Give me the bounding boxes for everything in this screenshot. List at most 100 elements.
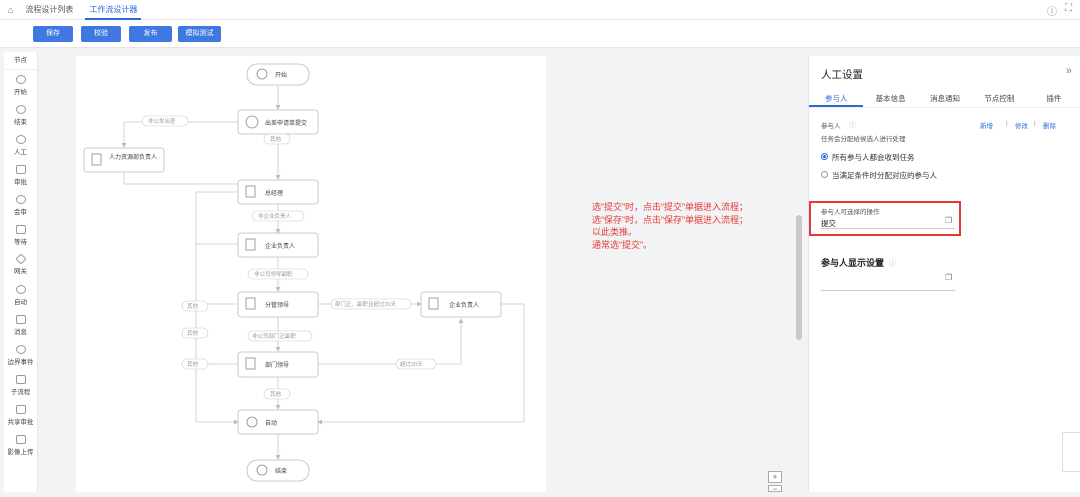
radio-label: 当满足条件时分配对应的参与人 [832, 171, 937, 180]
tab-process-list[interactable]: 流程设计列表 [25, 4, 74, 14]
palette-item-image-upload[interactable]: 影像上传 [4, 430, 37, 460]
tab-node-control[interactable]: 节点控制 [984, 94, 1015, 103]
node-label: 出差申请单提交 [265, 119, 307, 127]
palette-item-label: 开始 [14, 88, 27, 96]
palette-item-wait[interactable]: 等待 [4, 220, 37, 250]
node-label: 部门领导 [265, 361, 289, 369]
flow-node-auto[interactable]: 自动 [237, 409, 319, 435]
edge-label[interactable]: 超过20天 [395, 358, 437, 370]
publish-button[interactable]: 发布 [129, 26, 172, 42]
properties-panel: 人工设置 » 参与人 基本信息 消息通知 节点控制 插件 参与人 ⓘ 任务会分配… [808, 56, 1080, 492]
palette-item-auto[interactable]: 自动 [4, 280, 37, 310]
tab-notifications[interactable]: 消息通知 [930, 94, 961, 103]
flow-node-submit[interactable]: 出差申请单提交 [237, 109, 319, 135]
radio-label: 所有参与人都会收到任务 [832, 153, 915, 162]
tab-workflow-designer[interactable]: 工作流设计器 [85, 0, 142, 20]
zoom-in-button[interactable]: + [768, 471, 782, 483]
flow-node-dept[interactable]: 部门领导 [237, 351, 319, 378]
validate-button[interactable]: 校验 [81, 26, 121, 42]
palette-item-shared-approval[interactable]: 共享审批 [4, 400, 37, 430]
highlight-box [809, 201, 961, 236]
add-participant-link[interactable]: 新增 [980, 123, 993, 130]
flow-canvas[interactable]: 开始 出差申请单提交 人力资源部负责人 总经理 企业负责人 分管领导 [76, 56, 546, 492]
palette-item-label: 消息 [14, 328, 27, 336]
palette-item-boundary-event[interactable]: 边界事件 [4, 340, 37, 370]
operation-label: 参与人可选择的操作 [821, 209, 880, 216]
palette-item-message[interactable]: 消息 [4, 310, 37, 340]
svg-text:其他: 其他 [187, 360, 199, 368]
edge-label[interactable]: 非公发出差 [141, 115, 189, 127]
display-settings-title: 参与人显示设置 [821, 258, 885, 268]
annotation-note: 选“提交”时，点击“提交”单据进入流程； 选“保存”时，点击“保存”单据进入流程… [592, 201, 748, 251]
edge-label[interactable]: 其他 [181, 358, 209, 370]
svg-text:部门正、副职且超过20天: 部门正、副职且超过20天 [335, 300, 397, 308]
home-icon[interactable]: ⌂ [8, 4, 14, 15]
collapse-icon[interactable]: » [1065, 65, 1072, 77]
cloud-icon [15, 194, 26, 204]
flow-node-hr[interactable]: 人力资源部负责人 [83, 147, 165, 173]
palette-item-end[interactable]: 结束 [4, 100, 37, 130]
edge-label[interactable]: 部门正、副职且超过20天 [330, 298, 412, 310]
simulate-test-button[interactable]: 模拟测试 [178, 26, 221, 42]
radio-conditional-participants[interactable] [821, 171, 828, 178]
edge-label[interactable]: 非公司领导副职 [247, 268, 309, 280]
palette-item-label: 共享审批 [7, 418, 34, 426]
image-upload-icon [15, 434, 26, 444]
palette-item-label: 影像上传 [7, 448, 34, 456]
node-label: 人力资源部负责人 [109, 153, 157, 161]
copy-icon[interactable]: ❐ [945, 273, 953, 282]
canvas-scrollbar[interactable] [796, 215, 802, 340]
zoom-out-button[interactable]: − [768, 485, 782, 494]
palette-item-label: 自动 [14, 298, 27, 306]
subprocess-icon [15, 374, 26, 384]
node-label: 结束 [275, 467, 287, 475]
flow-node-end[interactable]: 结束 [246, 459, 310, 482]
gateway-icon [14, 253, 27, 265]
palette-item-label: 会审 [14, 208, 27, 216]
wait-icon [15, 224, 26, 234]
edge-label[interactable]: 其他 [181, 300, 209, 312]
palette-item-label: 网关 [14, 268, 27, 275]
svg-text:非公司部门正副职: 非公司部门正副职 [252, 332, 297, 340]
palette-item-subprocess[interactable]: 子流程 [4, 370, 37, 400]
toolbar: 保存 校验 发布 模拟测试 [0, 20, 1080, 48]
help-icon[interactable]: ⓘ [1047, 7, 1057, 18]
palette-item-label: 等待 [14, 238, 27, 246]
flow-node-gm[interactable]: 总经理 [237, 179, 319, 205]
fullscreen-icon[interactable]: ⛶ [1065, 3, 1072, 14]
edge-label[interactable]: 非企业负责人 [251, 210, 305, 222]
edge-label[interactable]: 非公司部门正副职 [247, 330, 313, 342]
palette-item-gateway[interactable]: 网关 [4, 250, 37, 280]
flow-node-vp[interactable]: 分管领导 [237, 291, 319, 318]
participant-description: 任务会分配给候选人进行处理 [821, 136, 906, 143]
display-field-underline[interactable] [821, 290, 955, 291]
palette-item-joint-review[interactable]: 会审 [4, 190, 37, 220]
palette-item-approval[interactable]: 审批 [4, 160, 37, 190]
palette-item-manual[interactable]: 人工 [4, 130, 37, 160]
delete-participant-link[interactable]: 删除 [1043, 123, 1056, 130]
edit-participant-link[interactable]: 修改 [1015, 123, 1028, 130]
svg-text:其他: 其他 [187, 329, 199, 337]
flow-node-owner1[interactable]: 企业负责人 [237, 232, 319, 258]
radio-all-participants[interactable] [821, 153, 828, 160]
svg-text:其他: 其他 [270, 135, 282, 143]
svg-text:非公发出差: 非公发出差 [148, 117, 176, 125]
palette-item-label: 人工 [14, 148, 27, 156]
copy-icon[interactable]: ❐ [945, 216, 953, 225]
svg-text:非公司领导副职: 非公司领导副职 [254, 270, 293, 278]
operation-field-underline [821, 228, 955, 229]
svg-text:超过20天: 超过20天 [400, 360, 423, 368]
palette-item-start[interactable]: 开始 [4, 70, 37, 100]
edge-label[interactable]: 其他 [181, 327, 209, 339]
panel-title: 人工设置 [821, 69, 863, 81]
flow-node-owner2[interactable]: 企业负责人 [420, 291, 502, 318]
flow-node-start[interactable]: 开始 [246, 63, 310, 86]
tab-basic-info[interactable]: 基本信息 [875, 94, 906, 103]
side-float-toolbar[interactable] [1062, 432, 1080, 472]
operation-select[interactable]: 提交 [821, 219, 836, 228]
save-button[interactable]: 保存 [33, 26, 73, 42]
edge-label[interactable]: 其他 [263, 133, 291, 145]
tab-participants[interactable]: 参与人 [809, 90, 864, 107]
edge-label[interactable]: 其他 [263, 388, 291, 400]
tab-plugins[interactable]: 插件 [1046, 94, 1062, 103]
